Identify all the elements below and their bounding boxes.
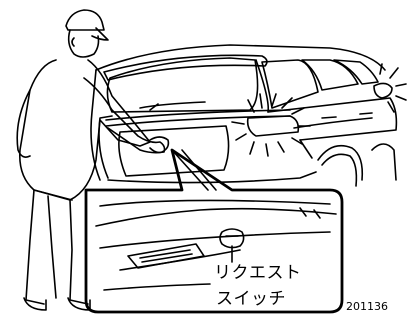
request-switch-label: リクエスト スイッチ xyxy=(214,260,344,312)
rear-wiper xyxy=(140,102,205,108)
callout-label-line2: スイッチ xyxy=(214,286,344,312)
license-lamp xyxy=(128,244,204,268)
callout-label-line1: リクエスト xyxy=(214,260,344,286)
tail-light xyxy=(248,116,299,136)
cap xyxy=(66,10,104,30)
side-mirror xyxy=(374,83,392,98)
hand xyxy=(150,137,168,153)
request-switch xyxy=(220,229,244,248)
car xyxy=(91,45,396,186)
figure-id: 201136 xyxy=(346,300,388,313)
jacket xyxy=(20,60,150,200)
